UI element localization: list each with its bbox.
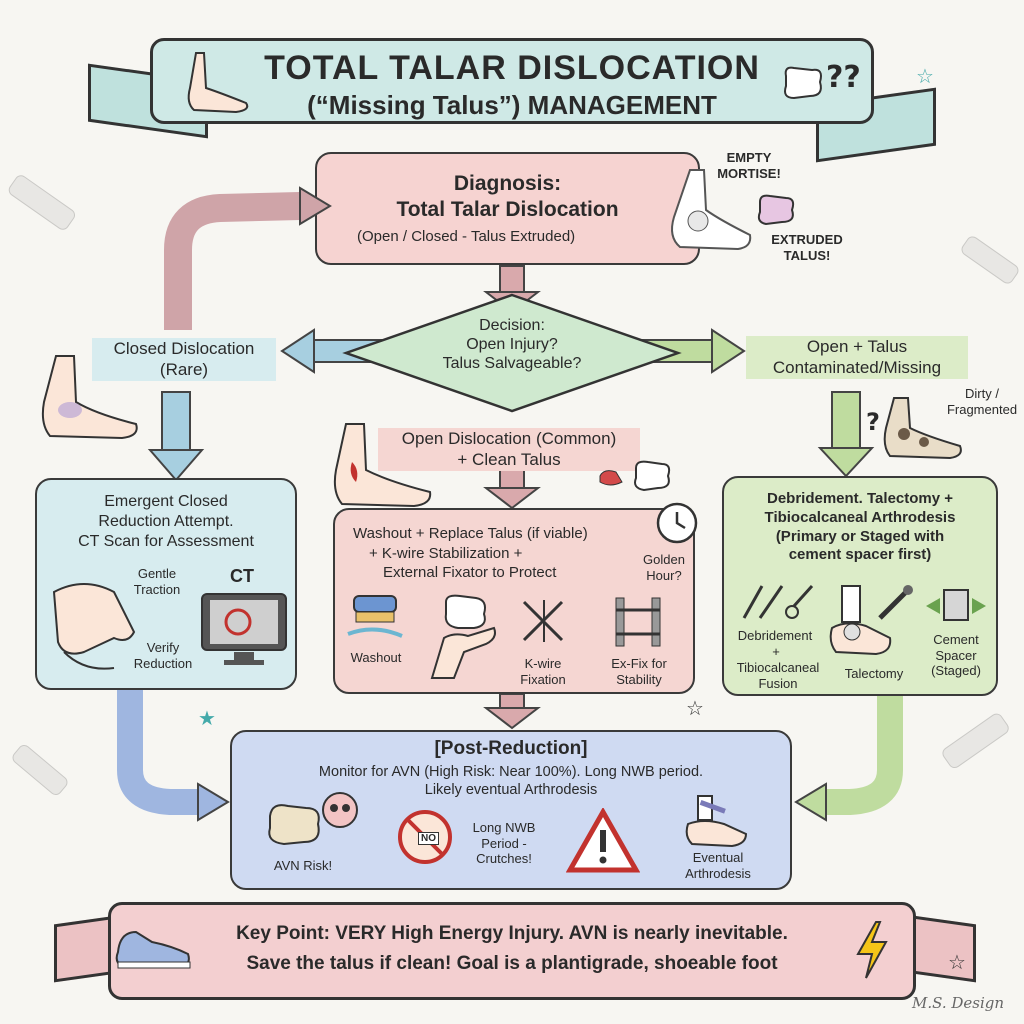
surgical-tools-icon xyxy=(738,582,818,622)
open-contaminated-line-1: Open + Talus xyxy=(746,336,968,357)
clock-icon xyxy=(654,500,700,546)
key-point-line-2: Save the talus if clean! Goal is a plant… xyxy=(111,953,913,975)
hand-talus-icon xyxy=(424,592,504,682)
no-badge: NO xyxy=(418,832,439,845)
open-contaminated-label: Open + Talus Contaminated/Missing xyxy=(746,336,968,379)
star-icon: ★ xyxy=(198,706,216,731)
note-kwire-fixation: K-wire Fixation xyxy=(510,656,576,687)
dirty-foot-icon xyxy=(880,394,972,464)
brush-icon xyxy=(344,590,406,648)
note-long-nwb: Long NWB Period - Crutches! xyxy=(466,820,542,867)
cement-spacer-icon xyxy=(924,584,988,628)
decision-line-2: Open Injury? xyxy=(412,335,612,354)
decision-line-1: Decision: xyxy=(412,316,612,335)
ct-label: CT xyxy=(230,566,254,587)
key-point-banner: Key Point: VERY High Energy Injury. AVN … xyxy=(108,902,916,1000)
note-eventual-arthrodesis: Eventual Arthrodesis xyxy=(670,850,766,881)
note-cement-spacer: Cement Spacer (Staged) xyxy=(918,632,994,679)
screw-icon xyxy=(874,584,914,624)
closed-foot-icon xyxy=(36,352,146,442)
ct-monitor-icon xyxy=(198,590,290,668)
note-washout: Washout xyxy=(338,650,414,666)
note-golden-hour: Golden Hour? xyxy=(634,552,694,583)
arthrodesis-foot-icon xyxy=(684,794,750,848)
note-tibiocalcaneal-fusion: Tibiocalcaneal Fusion xyxy=(730,660,826,691)
note-gentle-traction: Gentle Traction xyxy=(122,566,192,597)
lightning-icon xyxy=(852,920,892,980)
right-panel-line-1: Debridement. Talectomy + xyxy=(724,490,996,509)
skull-icon xyxy=(318,790,362,830)
star-icon: ☆ xyxy=(948,950,966,975)
mid-panel-line-1: Washout + Replace Talus (if viable) xyxy=(353,524,693,544)
right-panel-line-3: (Primary or Staged with xyxy=(724,528,996,547)
note-talectomy: Talectomy xyxy=(834,666,914,682)
left-panel-line-2: Reduction Attempt. xyxy=(37,512,295,532)
sneaker-icon xyxy=(112,918,194,972)
left-panel-line-3: CT Scan for Assessment xyxy=(37,532,295,552)
exfix-icon xyxy=(608,594,668,650)
note-avn-risk: AVN Risk! xyxy=(262,858,344,874)
post-title: [Post-Reduction] xyxy=(232,738,790,760)
open-wound-foot-icon xyxy=(330,420,440,510)
right-panel-line-4: cement spacer first) xyxy=(724,546,996,565)
right-panel-line-2: Tibiocalcaneal Arthrodesis xyxy=(724,509,996,528)
note-verify-reduction: Verify Reduction xyxy=(124,640,202,671)
decision-text: Decision: Open Injury? Talus Salvageable… xyxy=(412,316,612,374)
clean-talus-icon xyxy=(596,458,676,498)
note-exfix-stability: Ex-Fix for Stability xyxy=(596,656,682,687)
signature: M.S. Design xyxy=(912,994,1004,1012)
warning-icon xyxy=(566,808,640,874)
post-line-1: Monitor for AVN (High Risk: Near 100%). … xyxy=(232,764,790,780)
kwire-icon xyxy=(518,596,568,646)
left-panel-line-1: Emergent Closed xyxy=(37,492,295,512)
question-mark-right: ? xyxy=(866,408,880,436)
star-icon: ☆ xyxy=(916,64,934,89)
open-contaminated-line-2: Contaminated/Missing xyxy=(746,357,968,378)
star-icon: ☆ xyxy=(686,696,704,721)
decision-line-3: Talus Salvageable? xyxy=(412,354,612,373)
note-debridement: Debridement xyxy=(728,628,822,644)
key-point-line-1: Key Point: VERY High Energy Injury. AVN … xyxy=(111,923,913,945)
note-plus: + xyxy=(766,644,786,660)
